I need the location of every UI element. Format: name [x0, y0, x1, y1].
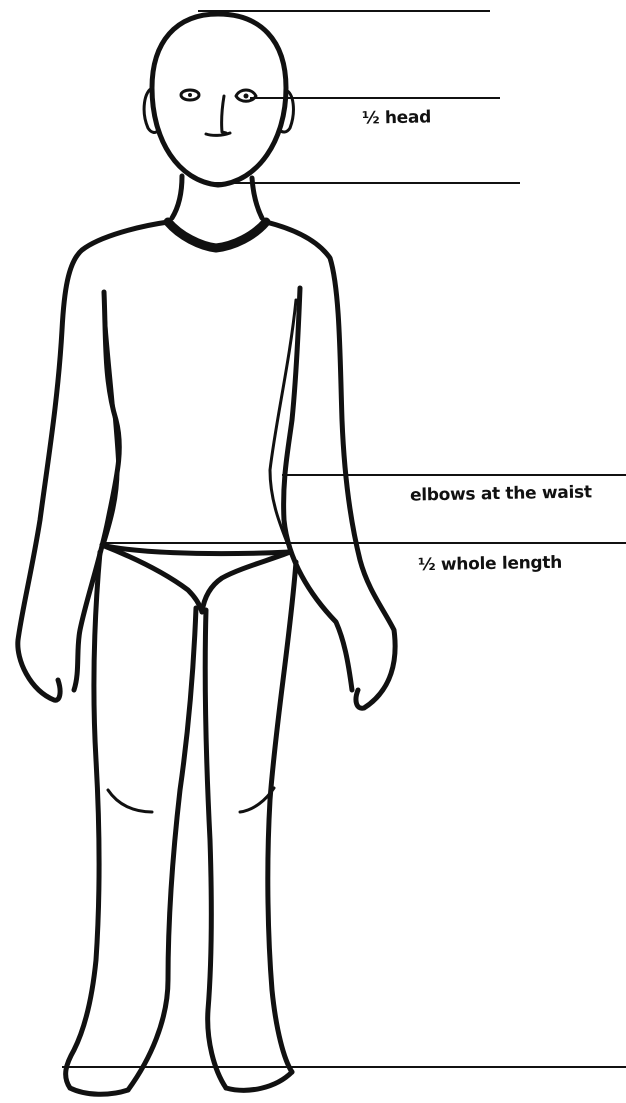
label-elbows-at-the-waist: elbows at the waist	[410, 482, 592, 505]
right-leg-inner	[205, 610, 226, 1088]
left-leg-outer	[66, 552, 100, 1088]
briefs-right-leg-opening	[202, 552, 290, 612]
right-leg-outer	[268, 562, 296, 1072]
left-leg-inner	[128, 608, 196, 1090]
left-foot	[70, 1088, 128, 1094]
briefs-top	[102, 545, 290, 554]
mouth	[206, 133, 230, 135]
right-foot	[226, 1072, 292, 1090]
right-pupil	[244, 94, 249, 99]
label-half-whole-length: ½ whole length	[418, 553, 562, 576]
collar	[168, 222, 266, 248]
left-knee	[108, 790, 152, 812]
nose	[222, 96, 226, 133]
label-half-head: ½ head	[362, 107, 431, 128]
left-pupil	[188, 93, 192, 97]
head-outline	[152, 14, 286, 185]
neck-left	[172, 176, 182, 218]
